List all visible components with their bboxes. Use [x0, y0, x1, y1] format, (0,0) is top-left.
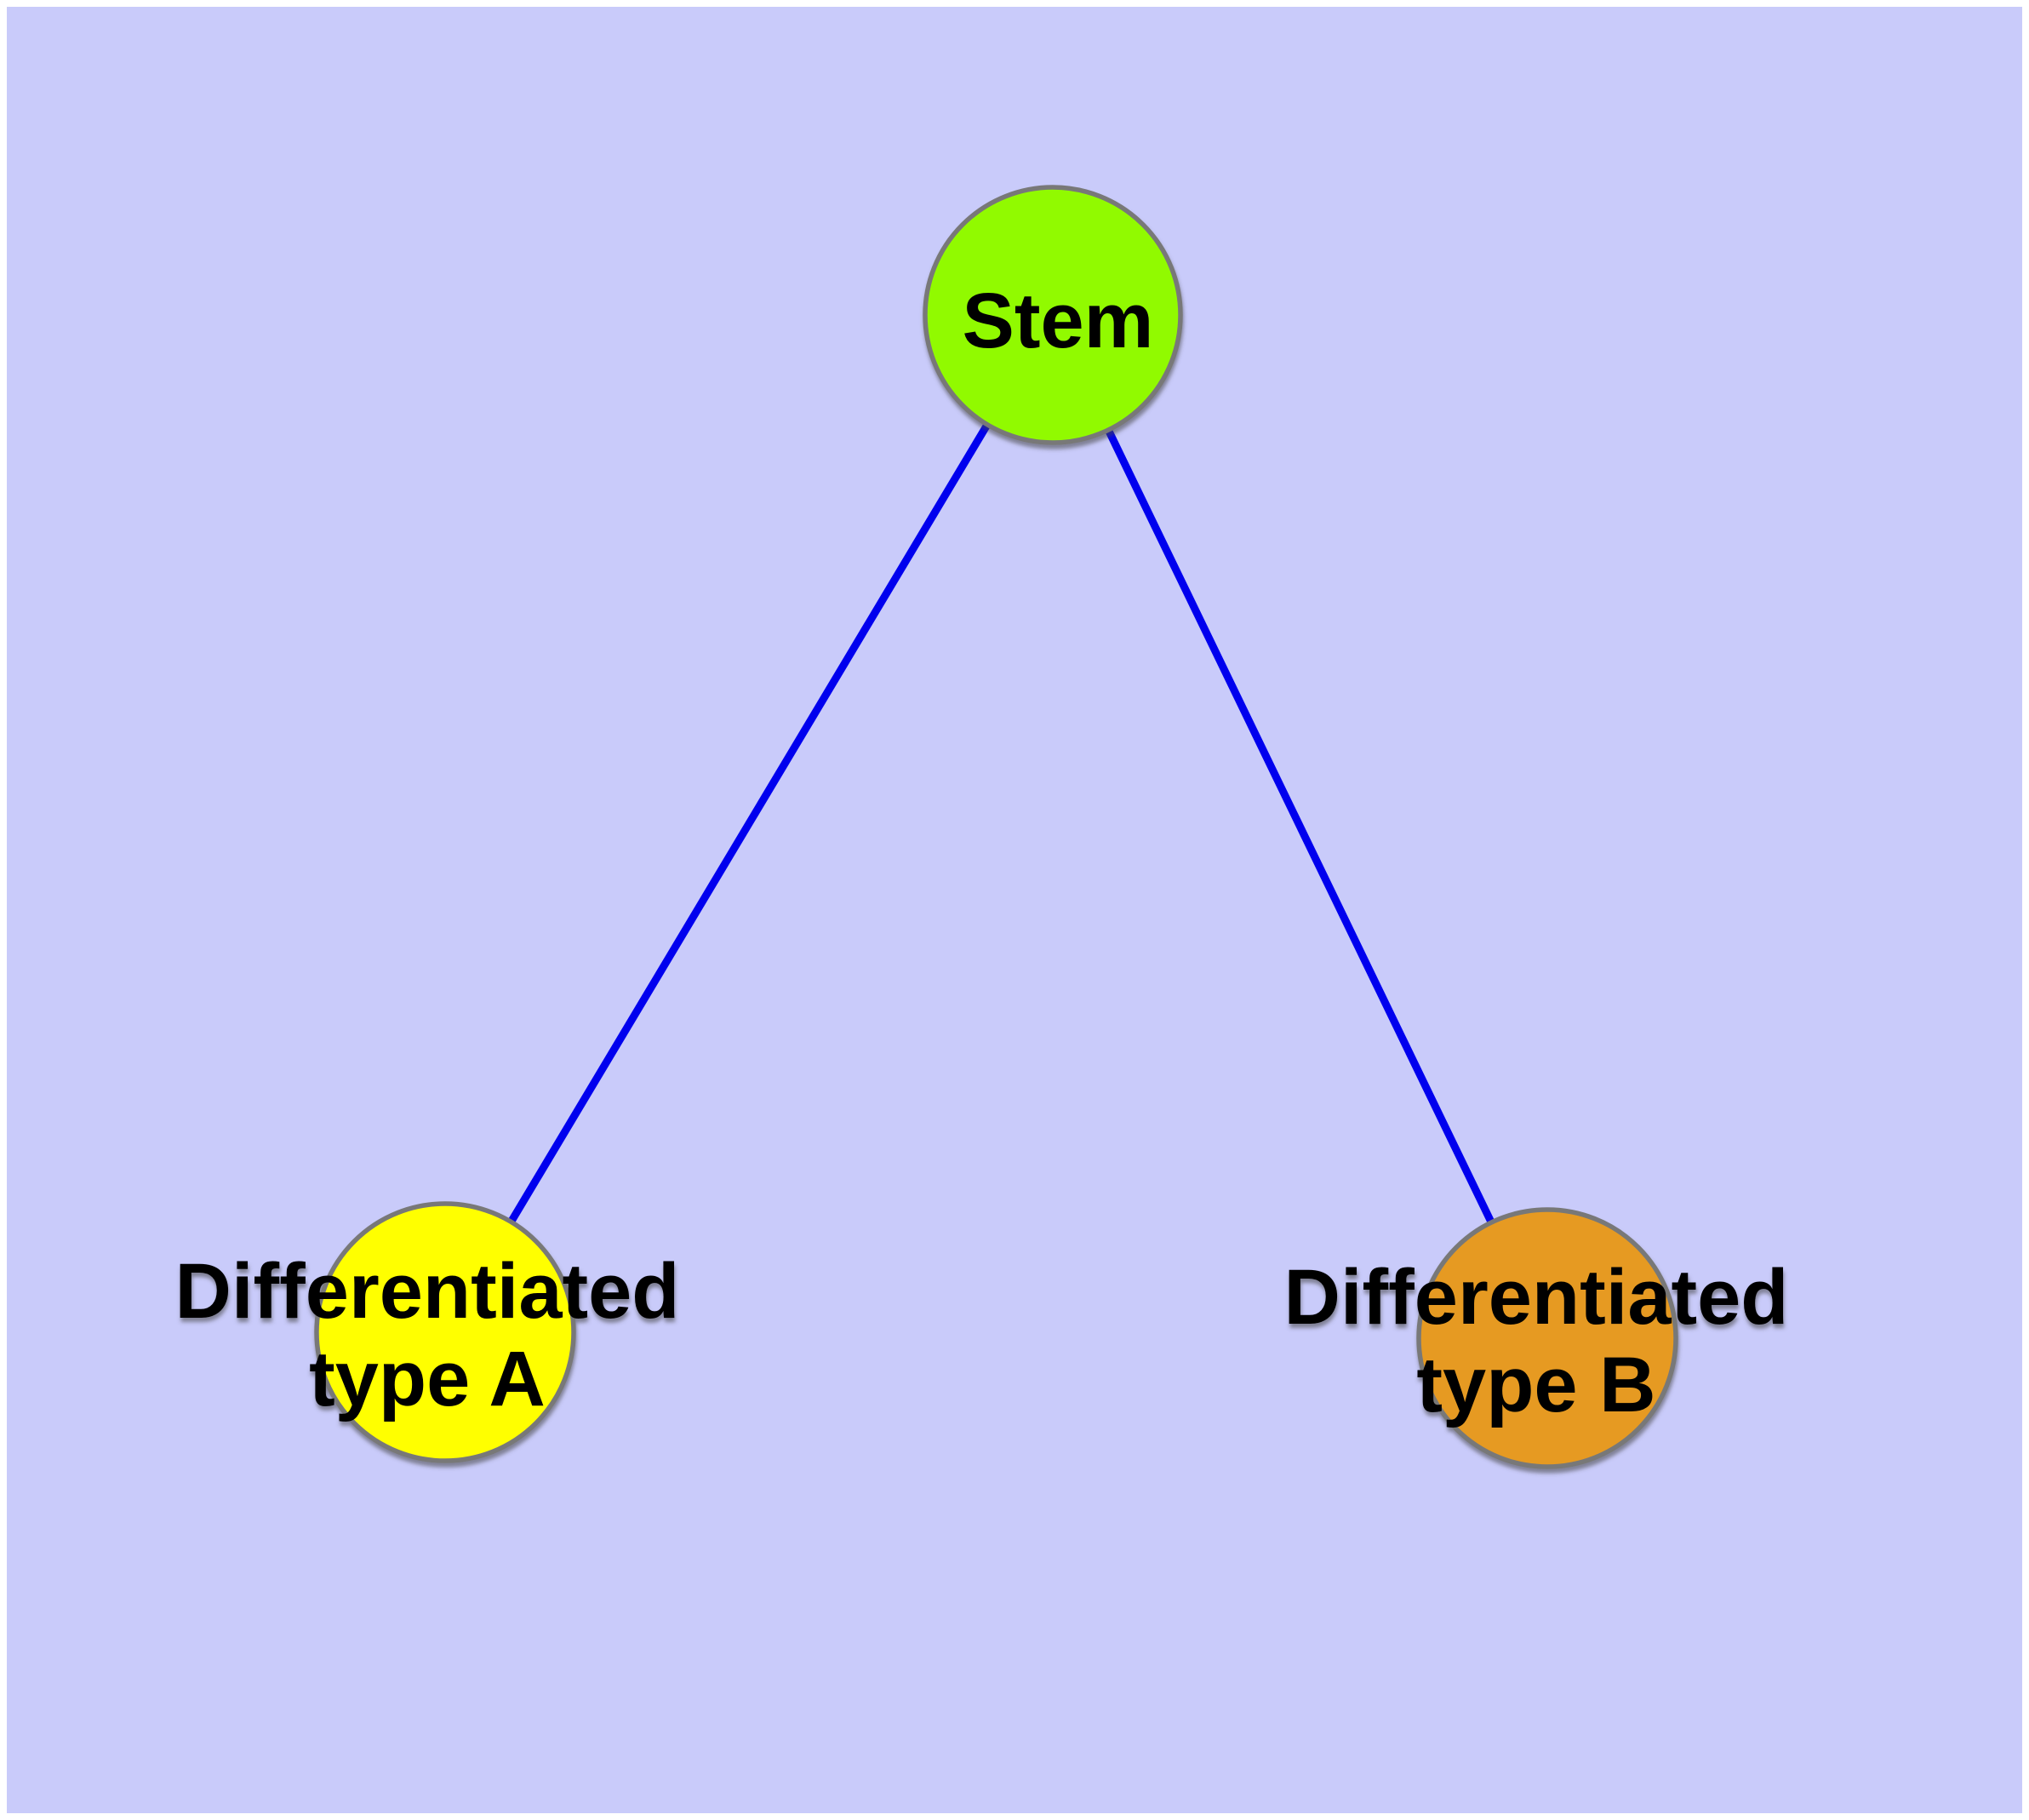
node-label-line: type A: [309, 1336, 546, 1422]
edge-stem-to-differentiated-type-a: [442, 312, 1056, 1335]
node-label-stem: Stem: [963, 278, 1154, 364]
node-circle-differentiated-type-b: [1416, 1207, 1678, 1469]
node-circle-stem: [923, 185, 1183, 445]
edge-layer: [442, 312, 1552, 1340]
node-label-line: Differentiated: [1284, 1254, 1789, 1341]
node-label-line: Differentiated: [175, 1248, 680, 1335]
node-label-line: Stem: [963, 278, 1154, 364]
node-circle-differentiated-type-a: [314, 1201, 576, 1463]
node-label-line: type B: [1416, 1342, 1655, 1428]
graph-node-stem: Stem: [923, 185, 1183, 445]
edge-stem-to-differentiated-type-b: [1049, 313, 1552, 1340]
